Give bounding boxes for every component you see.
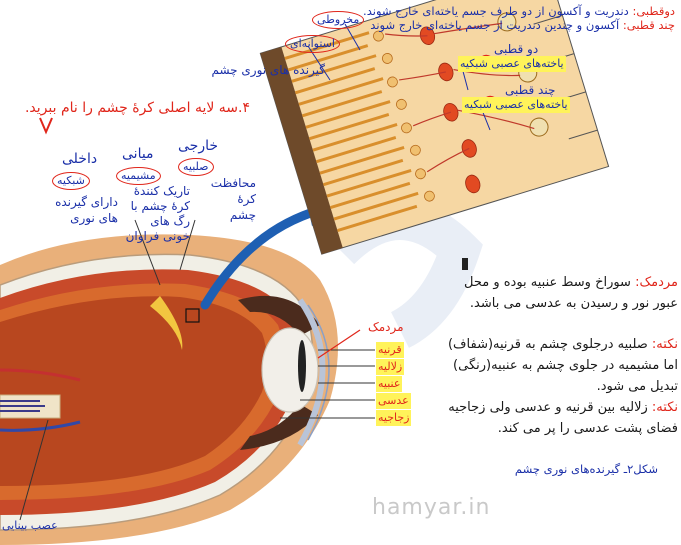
cornea-label: قرنیه — [376, 342, 404, 358]
pupil-note-text: سوراخ وسط عنبیه بوده و محل عبور نور و رس… — [463, 275, 678, 311]
optic-nerve-label: عصب بینایی — [2, 519, 58, 532]
cone-label: مخروطی — [312, 11, 365, 29]
question-text: ۴.سه لایه اصلی کرهٔ چشم را نام ببرید. — [24, 100, 250, 116]
multipolar-title: چند قطبی — [505, 83, 556, 97]
photoreceptors-label: گیرنده های نوری چشم — [211, 63, 325, 77]
retina-block — [259, 0, 610, 255]
figure-caption: شکل۲ـ گیرنده‌های نوری چشم — [514, 462, 658, 476]
middle-layer-name: مشیمیه — [116, 167, 161, 185]
outer-layer-name: صلبیه — [178, 158, 214, 176]
eyeball — [0, 234, 338, 545]
middle-layer-desc: تاریک کنندهٔ کرهٔ چشم با رگ های خونی فرا… — [125, 184, 190, 243]
vitreous-label: زجاجیه — [376, 410, 412, 426]
zoom-arrow — [200, 205, 325, 310]
inner-layer-desc: دارای گیرنده های نوری — [55, 195, 118, 225]
note-one-text: صلبیه درجلوی چشم به قرنیه(شفاف) اما مشیم… — [447, 337, 678, 394]
bipolar-note-text: دندریت و آکسون از دو طرف جسم یاخته‌ای خا… — [363, 4, 633, 18]
note-two: نکته: زلالیه بین قرنیه و عدسی ولی زجاجیه… — [448, 397, 678, 439]
middle-layer-title: میانی — [122, 146, 154, 162]
multipolar-cells-label: یاخته‌های عصبی شبکیه — [462, 97, 570, 113]
bipolar-note-label: دوقطبی: — [632, 4, 675, 18]
inner-layer-title: داخلی — [62, 151, 98, 167]
pupil-note: مردمک: سوراخ وسط عنبیه بوده و محل عبور ن… — [448, 272, 678, 314]
lens-label: عدسی — [376, 393, 411, 409]
note-one-label: نکته: — [651, 337, 678, 352]
multipolar-note-text: آکسون و چندین دندریت از جسم یاخته‌ای خار… — [370, 18, 623, 32]
watermark-text: hamyar.in — [372, 495, 491, 520]
iris-label: عنبیه — [376, 376, 403, 392]
inner-layer-name: شبکیه — [52, 172, 90, 190]
aqueous-label: زلالیه — [376, 359, 405, 375]
note-two-text: زلالیه بین قرنیه و عدسی ولی زجاجیه فضای … — [448, 400, 678, 436]
note-two-label: نکته: — [651, 400, 678, 415]
bipolar-title: دو قطبی — [494, 42, 539, 56]
rod-label: استوانه‌ای — [285, 35, 340, 53]
lens-shape — [261, 327, 319, 413]
bipolar-cells-label: یاخته‌های عصبی شبکیه — [458, 56, 566, 72]
note-one: نکته: صلبیه درجلوی چشم به قرنیه(شفاف) ام… — [440, 334, 678, 397]
multipolar-note: چند قطبی: آکسون و چندین دندریت از جسم یا… — [370, 17, 675, 33]
pupil-note-label: مردمک: — [635, 275, 678, 290]
outer-layer-title: خارجی — [178, 138, 219, 154]
pupil-label: مردمک — [368, 320, 404, 334]
bipolar-note: دوقطبی: دندریت و آکسون از دو طرف جسم یاخ… — [363, 3, 675, 19]
multipolar-note-label: چند قطبی: — [622, 18, 675, 32]
outer-layer-desc: محافظت کرهٔ چشم — [210, 176, 256, 222]
